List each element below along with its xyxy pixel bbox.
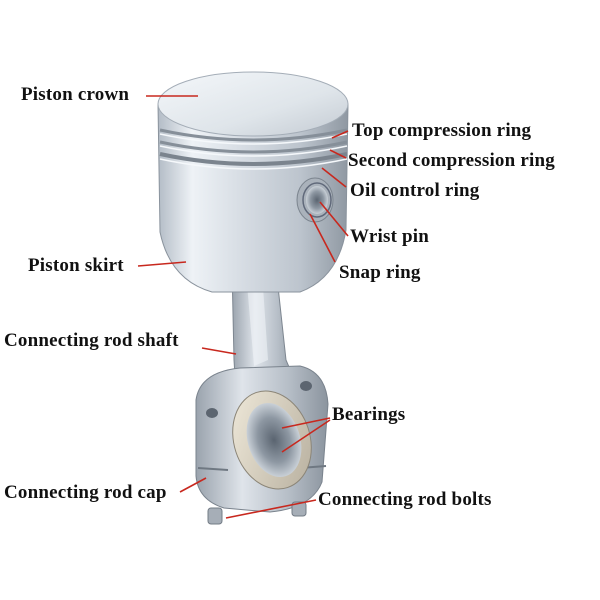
- leader-oil-control-ring: [321, 167, 347, 188]
- label-connecting-rod-cap: Connecting rod cap: [4, 482, 167, 503]
- bearing-bore: [246, 402, 302, 478]
- leader-bearings-lower: [281, 419, 331, 453]
- leader-connecting-rod-bolts: [225, 499, 317, 519]
- wrist-pin-end: [306, 186, 328, 214]
- ring-groove-second: [159, 140, 348, 154]
- leader-piston-skirt: [137, 261, 187, 267]
- bolt-hole-right: [300, 381, 312, 391]
- leader-bearings-upper: [281, 417, 331, 429]
- leader-second-compression-ring: [329, 149, 347, 159]
- piston-body: [157, 103, 349, 293]
- bolt-end-right: [291, 501, 307, 517]
- label-connecting-rod-bolts: Connecting rod bolts: [318, 489, 492, 510]
- snap-ring-shape: [302, 182, 332, 218]
- leader-connecting-rod-shaft: [201, 347, 237, 355]
- label-top-compression-ring: Top compression ring: [352, 120, 532, 141]
- label-snap-ring: Snap ring: [339, 262, 421, 283]
- ring-groove-top: [159, 128, 348, 142]
- label-piston-crown: Piston crown: [21, 84, 130, 105]
- leader-lines: [137, 95, 349, 519]
- leader-snap-ring: [309, 213, 336, 263]
- leader-wrist-pin: [319, 201, 349, 237]
- label-oil-control-ring: Oil control ring: [350, 180, 480, 201]
- label-wrist-pin: Wrist pin: [350, 226, 430, 247]
- bolt-hole-left: [206, 408, 218, 418]
- ring-groove-oil: [159, 152, 348, 166]
- label-piston-skirt: Piston skirt: [28, 255, 124, 276]
- label-bearings: Bearings: [332, 404, 406, 425]
- leader-connecting-rod-cap: [179, 477, 207, 493]
- label-connecting-rod-shaft: Connecting rod shaft: [4, 330, 179, 351]
- piston-crown-top: [157, 71, 349, 137]
- bolt-end-left: [207, 507, 223, 525]
- label-second-compression-ring: Second compression ring: [348, 150, 555, 171]
- leader-top-compression-ring: [331, 130, 349, 139]
